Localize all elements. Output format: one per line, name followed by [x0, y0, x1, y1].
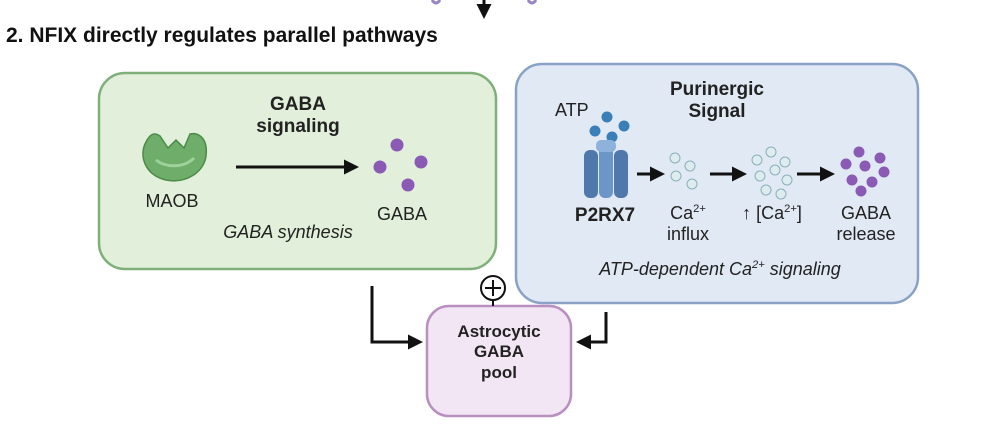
atp-molecules-icon: [589, 111, 630, 143]
ca-influx-sup: 2+: [693, 203, 706, 215]
positive-regulation-icon: [480, 275, 506, 306]
section-title: 2. NFIX directly regulates parallel path…: [6, 24, 438, 47]
pool-line2: GABA: [473, 342, 525, 362]
gaba-heading-line2: signaling: [256, 115, 340, 137]
ca-influx-line2: influx: [666, 223, 710, 244]
gaba-synthesis-label: GABA synthesis: [223, 222, 353, 242]
maob-label: MAOB: [145, 191, 199, 211]
pool-line3: pool: [481, 362, 517, 382]
purinergic-heading: Purinergic Signal: [670, 79, 764, 123]
caption-suffix: signaling: [764, 259, 841, 279]
gaba-heading-line1: GABA: [270, 94, 326, 115]
gaba-release-label: GABA release: [836, 203, 895, 244]
purinergic-signal-box: [514, 62, 920, 305]
ca-influx-label: Ca2+ influx: [667, 203, 709, 244]
ca-rise-suffix: ]: [796, 203, 802, 223]
ca-rise-sup: 2+: [784, 203, 797, 215]
gaba-release-molecules-icon: [840, 146, 890, 197]
ca-rise-label: ↑ [Ca2+]: [742, 203, 802, 224]
gaba-release-line2: release: [836, 223, 896, 244]
maob-enzyme-icon: [142, 132, 208, 182]
gaba-box-to-pool-arrow: [370, 286, 423, 350]
gaba-product-label: GABA: [376, 204, 428, 224]
incoming-arrow: [430, 0, 538, 19]
purinergic-to-pool-arrow: [576, 312, 608, 350]
gaba-signaling-box: [97, 71, 498, 271]
atp-label: ATP: [555, 100, 589, 120]
purinergic-heading-line2: Signal: [688, 100, 746, 122]
pool-line1: Astrocytic: [457, 322, 541, 341]
caption-sup: 2+: [751, 259, 765, 271]
ca-rise-prefix: ↑ [Ca: [742, 203, 785, 223]
caption-prefix: ATP-dependent Ca: [599, 259, 752, 279]
p2rx7-receptor-icon: [584, 140, 628, 198]
atp-dependent-caption: ATP-dependent Ca2+ signaling: [599, 259, 841, 280]
gaba-release-line1: GABA: [840, 203, 892, 223]
astrocytic-gaba-pool-box: [425, 304, 573, 418]
calcium-ions-rise-icon: [751, 146, 793, 200]
gaba-signaling-heading: GABA signaling: [256, 94, 339, 138]
p2rx7-label: P2RX7: [574, 205, 636, 226]
ca-influx-base: Ca: [670, 203, 694, 223]
gaba-molecules-icon: [373, 138, 428, 192]
calcium-ions-icon: [669, 152, 698, 190]
purinergic-heading-line1: Purinergic: [670, 79, 764, 100]
astrocytic-gaba-pool-label: Astrocytic GABA pool: [457, 322, 540, 383]
